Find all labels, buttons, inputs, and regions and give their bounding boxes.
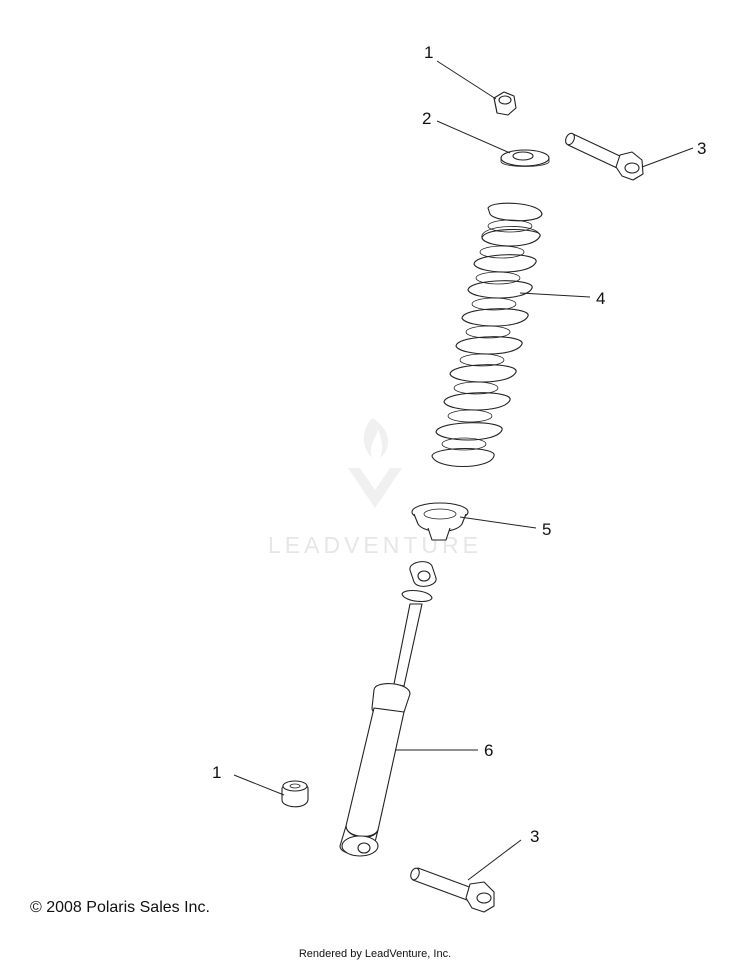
leader-line-4 [519,292,591,298]
coil-spring [431,202,543,468]
watermark-logo [348,418,402,508]
callout-4: 4 [596,289,605,308]
callout-3-top: 3 [697,139,706,158]
callout-2: 2 [422,109,431,128]
washer [500,149,550,167]
flange-nut-bottom [281,780,309,808]
leader-line-5 [459,516,537,529]
leader-line-3-bottom [467,839,522,881]
bolt-bottom [410,867,495,913]
rendered-by-text: Rendered by LeadVenture, Inc. [298,948,452,960]
callout-3-bottom: 3 [530,827,539,846]
callout-5: 5 [542,520,551,539]
callout-1-top: 1 [424,43,433,62]
leader-line-1-bottom [233,774,285,796]
callout-1-bottom: 1 [212,763,221,782]
leader-line-2 [436,120,511,154]
flange-nut-top [493,91,517,116]
spring-retainer [411,502,469,541]
bolt-top [565,132,644,181]
shock-absorber [339,561,437,857]
leader-line-3-top [641,147,694,168]
copyright-text: © 2008 Polaris Sales Inc. [30,899,210,916]
callout-6: 6 [484,741,493,760]
leader-line-1-top [436,60,497,100]
